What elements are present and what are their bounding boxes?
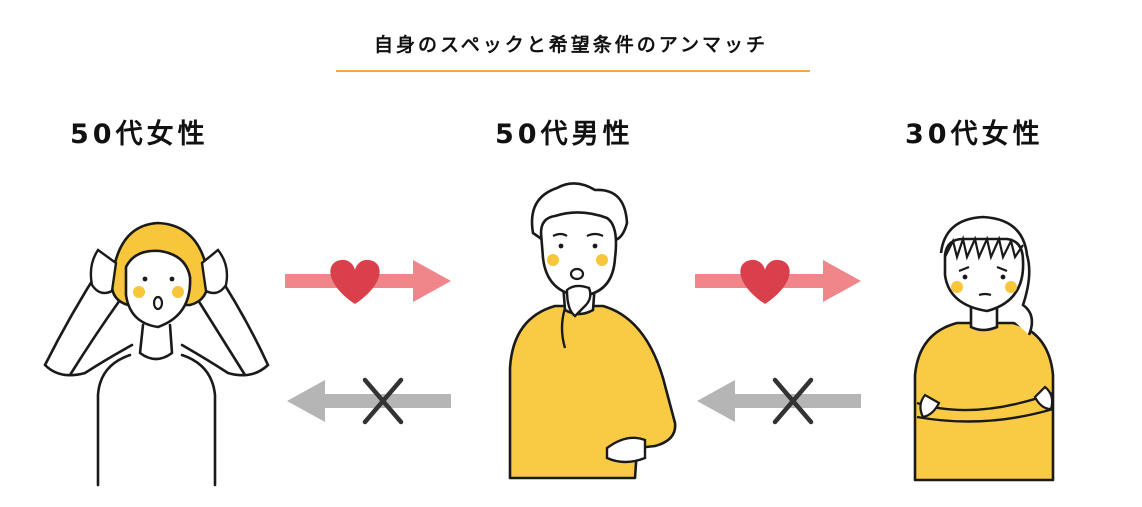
label-50s-woman: 50代女性 <box>70 119 209 150</box>
title-underline <box>336 70 810 72</box>
arrow-like-center-to-right <box>695 252 865 312</box>
figure-50s-man <box>495 178 695 480</box>
label-30s-woman: 30代女性 <box>905 119 1044 150</box>
heart-icon <box>740 259 790 304</box>
cross-icon <box>362 377 404 425</box>
arrow-like-left-to-center <box>285 252 455 312</box>
cross-icon <box>772 377 814 425</box>
figure-30s-woman <box>905 205 1065 482</box>
arrow-reject-center-to-left <box>285 372 455 432</box>
diagram-title: 自身のスペックと希望条件のアンマッチ <box>374 34 768 56</box>
figure-50s-woman <box>40 205 280 487</box>
arrow-reject-right-to-center <box>695 372 865 432</box>
heart-icon <box>330 259 380 304</box>
label-50s-man: 50代男性 <box>495 119 634 150</box>
